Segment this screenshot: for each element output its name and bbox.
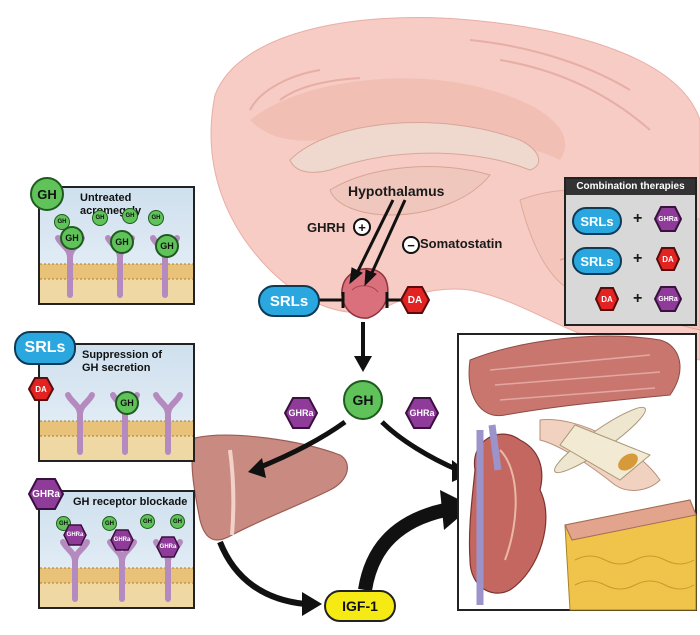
gh-badge-main: GH [343, 380, 383, 420]
combo-row3-left: DA [595, 287, 619, 311]
suppression-panel: Suppression of GH secretion GH [38, 343, 195, 462]
pituitary-gland [341, 267, 389, 319]
blockade-panel: GH receptor blockade GH GH GH GH GHRa GH… [38, 490, 195, 609]
combo-row1-left: SRLs [572, 207, 622, 235]
membrane-receptors [40, 539, 193, 607]
gh-branch-arrows [257, 419, 459, 473]
arrowhead-liver [248, 458, 266, 478]
ghra-badge-left: GHRa [284, 397, 318, 429]
gh-molecule-small: GH [140, 514, 155, 529]
blockade-title: GH receptor blockade [73, 496, 188, 508]
target-tissues-panel [457, 333, 697, 611]
minus-sign-icon: − [402, 236, 420, 254]
combo-row1-right: GHRa [654, 206, 682, 232]
untreated-gh-badge: GH [30, 177, 64, 211]
gh-molecule-small: GH [122, 208, 138, 224]
ghrh-label: GHRH [307, 220, 346, 235]
igf1-tissues-arrow [358, 490, 472, 592]
srls-badge-main: SRLs [258, 285, 320, 317]
suppression-srls-badge: SRLs [14, 331, 76, 365]
ghra-molecule-bound: GHRa [63, 524, 87, 546]
ghra-badge-right: GHRa [405, 397, 439, 429]
liver-igf1-arrow [217, 540, 322, 616]
gh-molecule-bound: GH [60, 226, 84, 250]
gh-molecule-small: GH [170, 514, 185, 529]
da-badge-main: DA [400, 286, 430, 314]
gh-molecule-bound: GH [110, 230, 134, 254]
untreated-acromegaly-panel: Untreated acromegaly GH GH GH GH GH GH G… [38, 186, 195, 305]
liver-illustration [191, 434, 348, 541]
membrane-receptors [40, 392, 193, 460]
suppression-da-badge: DA [28, 377, 54, 401]
blockade-ghra-badge: GHRa [28, 478, 64, 510]
combo-row1-plus: + [633, 210, 643, 227]
hypothalamus-arrows [349, 199, 407, 287]
gh-molecule-bound: GH [155, 234, 179, 258]
suppression-title-line1: Suppression of [82, 349, 163, 361]
combination-therapies-panel: Combination therapies SRLs + GHRa SRLs +… [564, 177, 697, 326]
inhibition-lines [318, 292, 402, 308]
combo-row2-left: SRLs [572, 247, 622, 275]
combo-row2-plus: + [633, 250, 643, 267]
combination-title: Combination therapies [566, 179, 695, 195]
gh-molecule-small: GH [92, 210, 108, 226]
gh-molecule-bound: GH [115, 391, 139, 415]
ghra-molecule-bound: GHRa [110, 529, 134, 551]
gh-molecule-small: GH [102, 516, 117, 531]
combo-row2-right: DA [656, 247, 680, 271]
combo-row3-plus: + [633, 290, 643, 307]
plus-sign-icon: + [353, 218, 371, 236]
hypothalamus-label: Hypothalamus [348, 183, 445, 199]
ghra-molecule-bound: GHRa [156, 536, 180, 558]
igf1-badge: IGF-1 [324, 590, 396, 622]
pituitary-gh-arrow [354, 322, 372, 372]
somatostatin-label: Somatostatin [420, 236, 503, 251]
combo-row3-right: GHRa [654, 286, 682, 312]
gh-molecule-small: GH [148, 210, 164, 226]
suppression-title-line2: GH secretion [82, 362, 151, 374]
